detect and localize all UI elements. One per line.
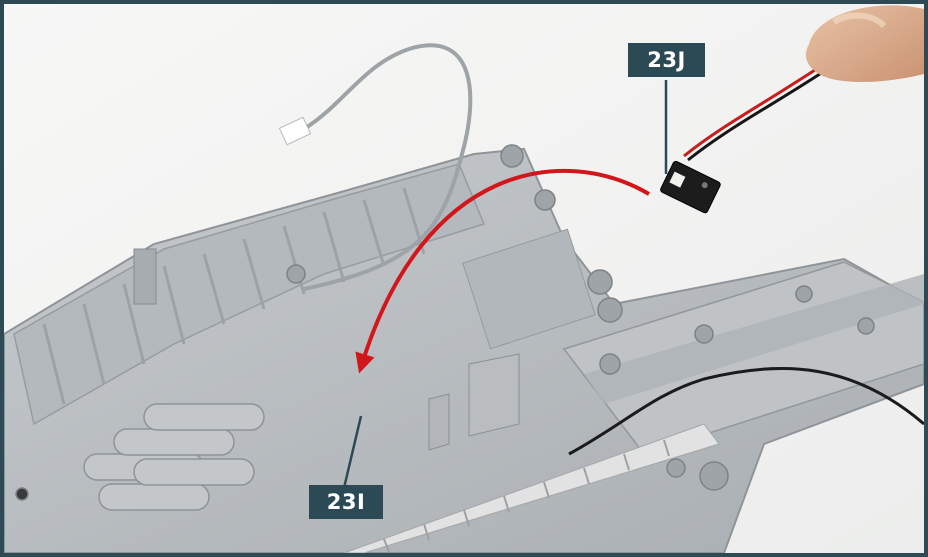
callout-label-23j: 23J (628, 43, 705, 77)
grey-cable (302, 43, 473, 291)
instruction-arrow (355, 168, 651, 374)
assembly-photo (4, 4, 924, 553)
black-wire (568, 366, 924, 456)
callout-leader-23i (342, 415, 363, 489)
led-board (660, 160, 721, 214)
callout-label-23i: 23I (309, 485, 383, 519)
fingertip (805, 5, 924, 82)
